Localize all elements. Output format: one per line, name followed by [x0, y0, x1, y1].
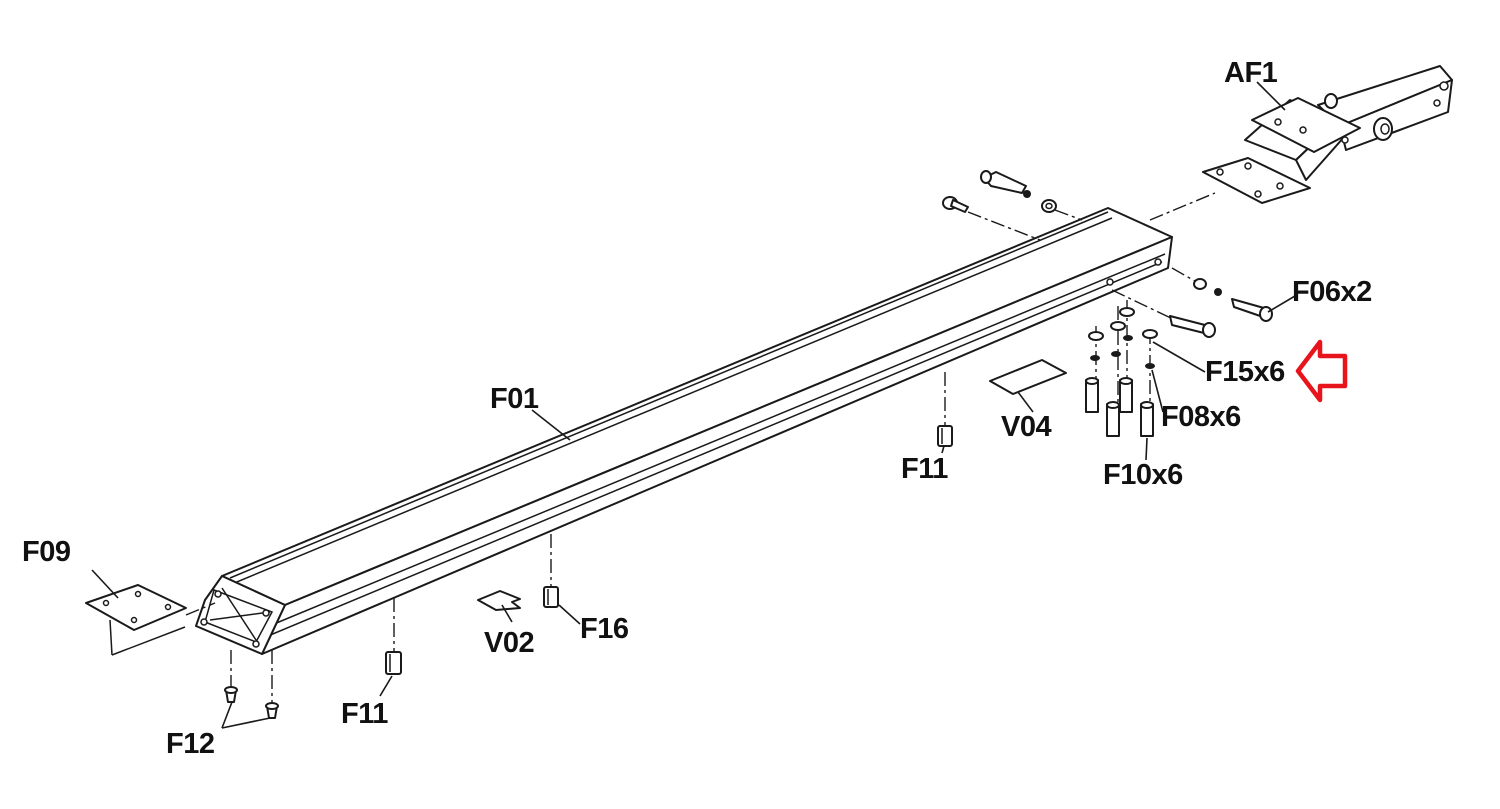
beam-f01 — [195, 207, 1173, 655]
side-bolts-f06 — [1111, 267, 1273, 338]
label-v04: V04 — [1001, 411, 1051, 443]
screws-f12 — [224, 650, 279, 719]
label-f10: F10x6 — [1103, 459, 1183, 491]
insert-f11-right — [937, 372, 953, 447]
decal-v02 — [477, 590, 521, 611]
plate-f09 — [85, 584, 216, 656]
top-bolts — [942, 170, 1083, 241]
label-f01: F01 — [490, 383, 539, 415]
fastener-cluster — [1085, 300, 1158, 437]
label-f11-right: F11 — [901, 453, 948, 485]
highlight-arrow-icon — [1295, 339, 1348, 403]
label-f06: F06x2 — [1292, 276, 1372, 308]
decal-v04 — [989, 359, 1067, 395]
insert-f16 — [543, 534, 559, 608]
label-f12: F12 — [166, 728, 214, 760]
label-f09: F09 — [22, 536, 71, 568]
bracket-af1 — [1149, 65, 1453, 221]
highlight-arrow-shape — [1295, 339, 1348, 403]
label-f11-left: F11 — [341, 698, 388, 730]
label-f15: F15x6 — [1205, 356, 1285, 388]
leader-lines — [91, 81, 1296, 729]
insert-f11-left — [385, 598, 402, 675]
label-af1: AF1 — [1224, 57, 1278, 89]
label-v02: V02 — [484, 627, 534, 659]
label-f08: F08x6 — [1161, 401, 1241, 433]
label-f16: F16 — [580, 613, 629, 645]
